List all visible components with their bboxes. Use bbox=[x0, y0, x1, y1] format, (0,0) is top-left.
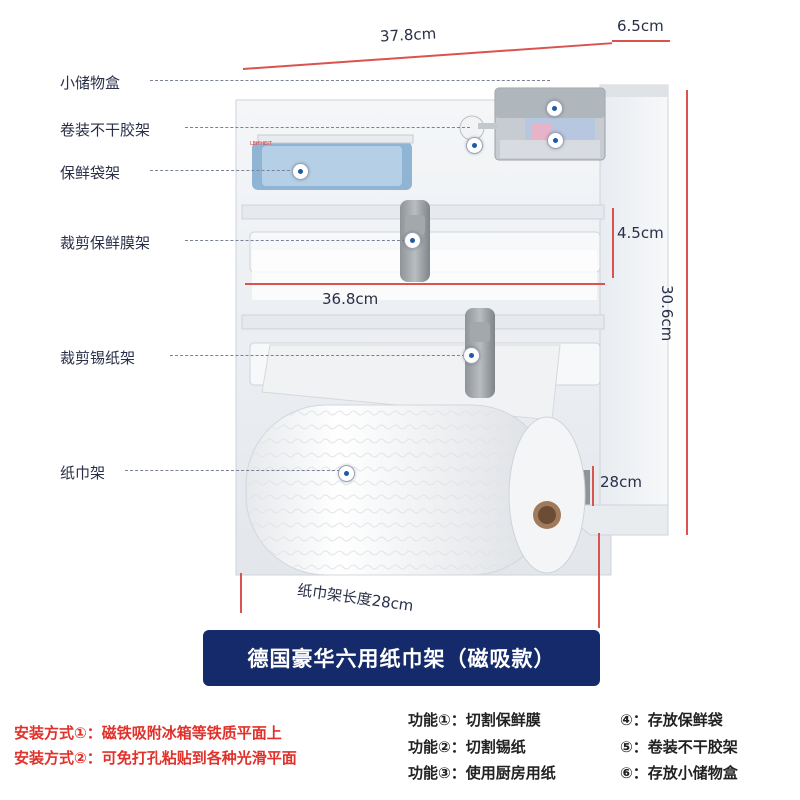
film-gap-label: 4.5cm bbox=[617, 224, 664, 242]
callout-line bbox=[125, 470, 340, 471]
height-label: 30.6cm bbox=[658, 285, 676, 342]
function-2: 功能②：切割锡纸 bbox=[408, 738, 526, 756]
bag-holder bbox=[252, 134, 414, 190]
film-width-line bbox=[245, 283, 605, 285]
storage-box bbox=[494, 87, 606, 161]
function-6: ⑥：存放小储物盒 bbox=[620, 764, 738, 782]
callout-storage-box: 小储物盒 bbox=[60, 74, 121, 92]
brand-mark: LEIFHEIT bbox=[250, 141, 273, 147]
roll-diameter-label: 28cm bbox=[600, 473, 642, 491]
roll-dim-line bbox=[592, 466, 594, 506]
function-1: 功能①：切割保鲜膜 bbox=[408, 711, 541, 729]
dispenser-body: LEIFHEIT bbox=[235, 84, 669, 576]
callout-line bbox=[170, 355, 465, 356]
function-3: 功能③：使用厨房用纸 bbox=[408, 764, 556, 782]
foil-cutter bbox=[249, 308, 601, 421]
marker-dot bbox=[466, 137, 483, 154]
width-side-label: 6.5cm bbox=[617, 17, 664, 35]
marker-dot bbox=[404, 232, 421, 249]
function-4: ④：存放保鲜袋 bbox=[620, 711, 723, 729]
callout-line bbox=[150, 170, 295, 171]
marker-dot bbox=[338, 465, 355, 482]
callout-film-cutter: 裁剪保鲜膜架 bbox=[60, 234, 151, 252]
length-dim-line bbox=[240, 573, 242, 613]
paper-towel-roll bbox=[245, 404, 586, 576]
marker-dot bbox=[463, 347, 480, 364]
marker-dot bbox=[546, 100, 563, 117]
film-dim-line bbox=[612, 208, 614, 278]
film-cutter bbox=[249, 200, 601, 300]
callout-foil-cutter: 裁剪锡纸架 bbox=[60, 349, 136, 367]
width-main-label: 37.8cm bbox=[379, 24, 437, 46]
marker-dot bbox=[292, 163, 309, 180]
film-width-label: 36.8cm bbox=[322, 290, 379, 308]
callout-bag-holder: 保鲜袋架 bbox=[60, 164, 121, 182]
callout-line bbox=[150, 80, 550, 81]
product-title-banner: 德国豪华六用纸巾架（磁吸款） bbox=[203, 630, 600, 686]
marker-dot bbox=[547, 132, 564, 149]
callout-tape-holder: 卷装不干胶架 bbox=[60, 121, 151, 139]
length-dim-line-right bbox=[598, 533, 600, 628]
callout-line bbox=[185, 127, 470, 128]
callout-line bbox=[185, 240, 405, 241]
callout-towel-holder: 纸巾架 bbox=[60, 464, 106, 482]
function-5: ⑤：卷装不干胶架 bbox=[620, 738, 738, 756]
side-dim-line bbox=[612, 40, 670, 42]
height-dim-line bbox=[686, 90, 688, 535]
install-method-1: 安装方式①：磁铁吸附冰箱等铁质平面上 bbox=[14, 724, 282, 742]
install-method-2: 安装方式②：可免打孔粘贴到各种光滑平面 bbox=[14, 749, 297, 767]
